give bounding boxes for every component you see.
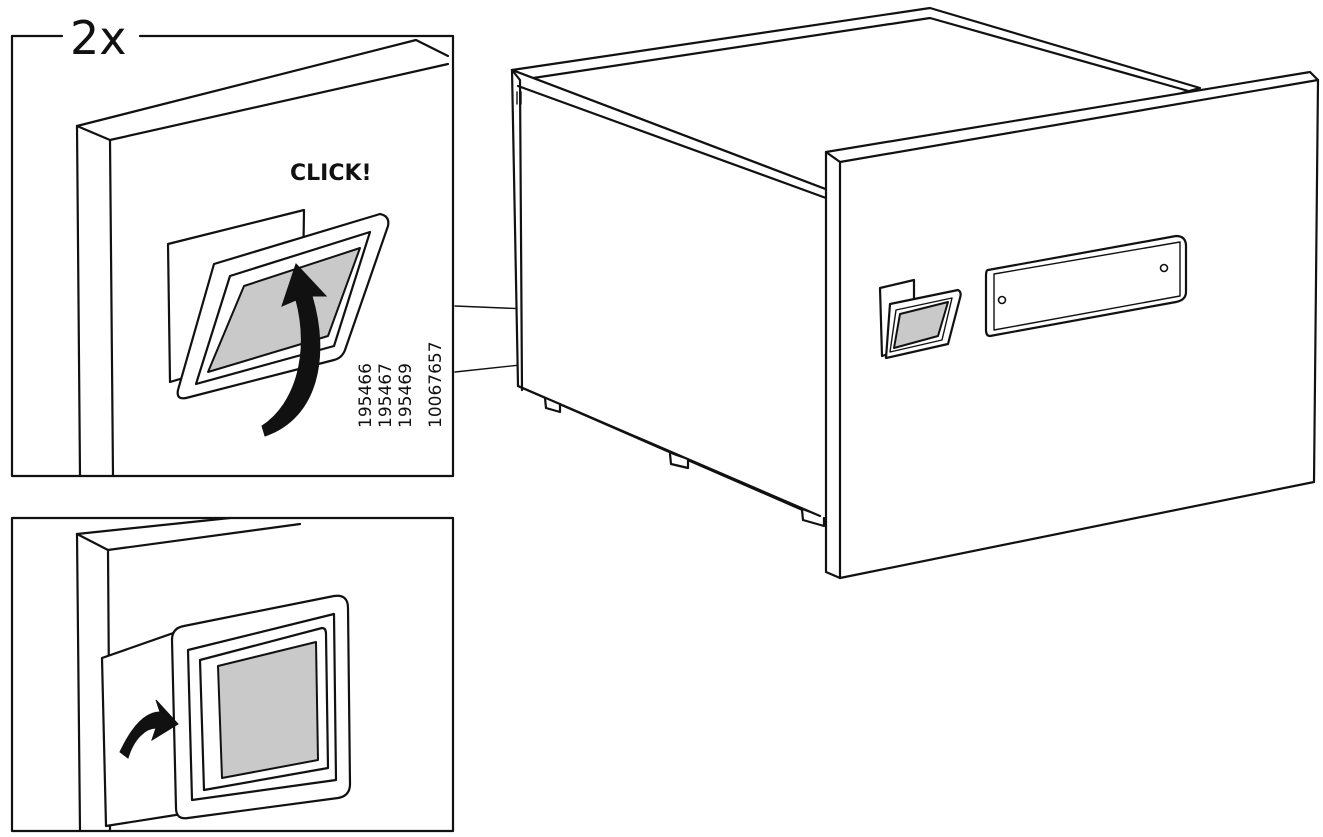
label-plate <box>984 234 1188 338</box>
arrow-curved-up-icon <box>261 263 328 437</box>
drawer-front-panel <box>824 70 1320 580</box>
drawer-foot-2 <box>668 452 690 470</box>
drawer-front-board <box>75 38 450 478</box>
part-number-1: 195466 <box>356 363 376 428</box>
detail-panel-top: 2x CLICK! 195466 195467 195469 10067657 <box>10 11 455 478</box>
drawer-front-board-closeup <box>75 516 302 833</box>
drawer-handle-small <box>878 278 962 360</box>
arrow-right-icon <box>119 699 179 759</box>
handle-mount-detail <box>166 208 390 437</box>
part-number-list: 195466 195467 195469 10067657 <box>356 341 446 428</box>
quantity-label: 2x <box>70 11 127 65</box>
handle-mounted-detail <box>170 594 352 820</box>
part-number-2: 195467 <box>376 363 396 428</box>
label-plate-screw-left <box>997 295 1007 305</box>
drawer-foot-1 <box>543 396 562 414</box>
part-number-4: 10067657 <box>426 341 446 428</box>
detail-panel-bottom-frame <box>10 516 455 833</box>
detail-panel-bottom <box>10 516 455 833</box>
click-label: CLICK! <box>290 161 372 186</box>
detail-panel-top-frame <box>10 34 455 478</box>
drawer-foot-3 <box>800 508 826 528</box>
label-plate-screw-right <box>1159 263 1169 273</box>
part-number-3: 195469 <box>396 363 416 428</box>
drawer-assembly <box>510 6 1320 580</box>
